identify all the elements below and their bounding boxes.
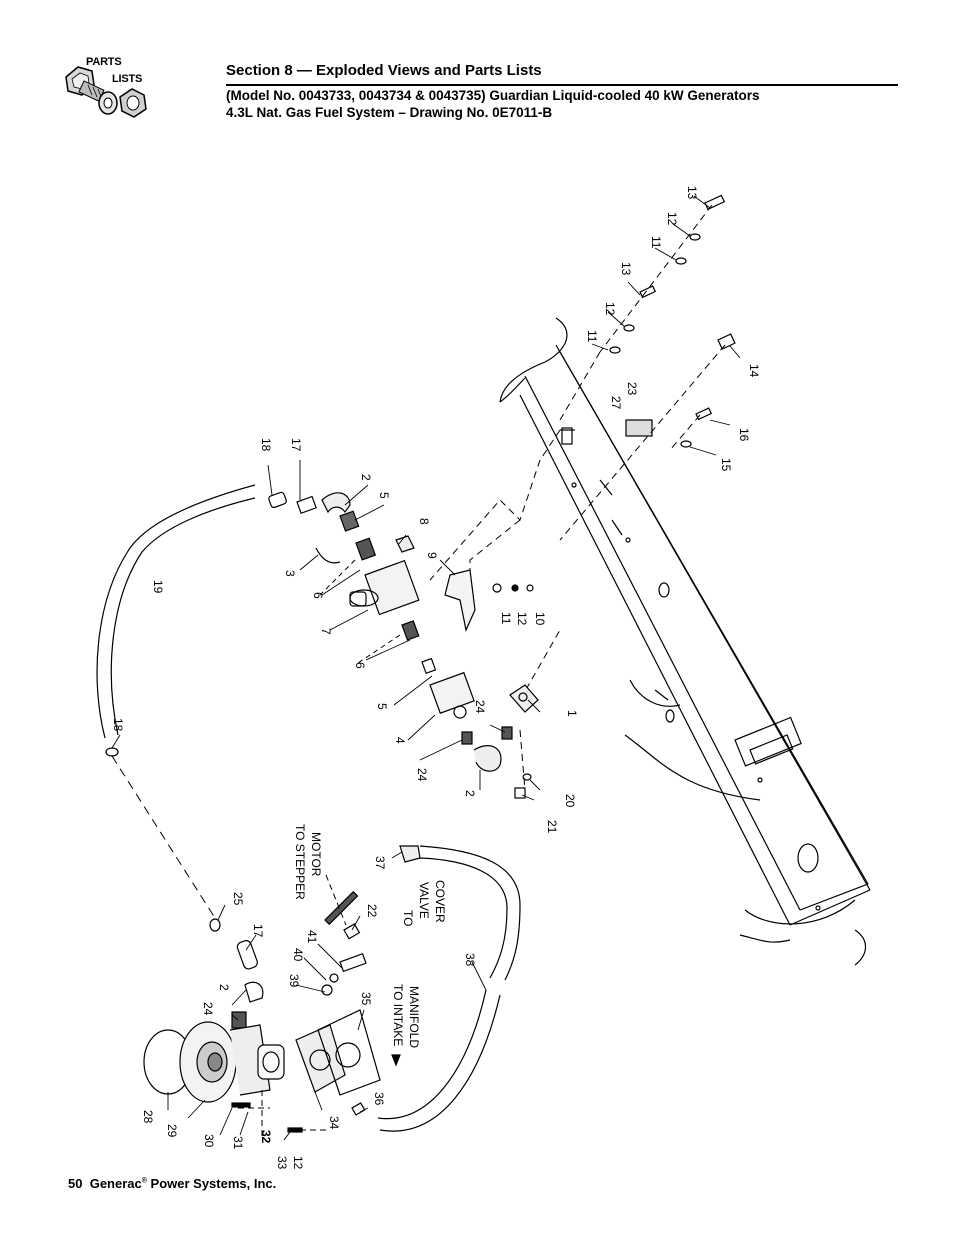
callout-2: 2: [359, 474, 373, 481]
callout-41: 41: [305, 930, 319, 944]
section-title: Section 8 — Exploded Views and Parts Lis…: [226, 62, 542, 79]
callout-24: 24: [415, 768, 429, 782]
registered-mark: ®: [141, 1177, 147, 1185]
callout-24: 24: [473, 700, 487, 714]
callout-15: 15: [719, 458, 733, 472]
callout-40: 40: [291, 948, 305, 962]
callout-12: 12: [603, 302, 617, 316]
callout-3: 3: [283, 570, 297, 577]
callout-14: 14: [747, 364, 761, 378]
callout-7: 7: [319, 628, 333, 635]
frame-rail: [499, 317, 871, 966]
callout-16: 16: [737, 428, 751, 442]
callout-1: 1: [565, 710, 579, 717]
callout-34: 34: [327, 1116, 341, 1130]
callout-4: 4: [393, 737, 407, 744]
logo-text-parts: PARTS: [86, 56, 122, 68]
note-valve-line1: TO: [401, 910, 415, 926]
page-footer: 50 Generac® Power Systems, Inc.: [68, 1176, 276, 1191]
note-intake-line2: MANIFOLD: [407, 986, 421, 1048]
callout-6: 6: [311, 592, 325, 599]
callout-8: 8: [417, 518, 431, 525]
callout-23: 23: [625, 382, 639, 396]
note-intake-line1: TO INTAKE: [391, 984, 405, 1046]
callout-2: 2: [217, 984, 231, 991]
callout-38: 38: [463, 953, 477, 967]
callout-18: 18: [259, 438, 273, 452]
note-stepper-line2: MOTOR: [309, 832, 323, 877]
callout-13: 13: [685, 186, 699, 200]
leader-lines-mid: [319, 559, 401, 666]
callout-27: 27: [609, 396, 623, 410]
callout-35: 35: [359, 992, 373, 1006]
drawing-line: 4.3L Nat. Gas Fuel System – Drawing No. …: [226, 105, 553, 120]
callout-11: 11: [585, 330, 599, 343]
callout-33: 33: [275, 1156, 289, 1170]
callout-37: 37: [373, 856, 387, 870]
callout-19: 19: [151, 580, 165, 594]
callout-32: 32: [259, 1130, 273, 1144]
callout-13: 13: [619, 262, 633, 276]
hardware-top-right: [609, 194, 736, 448]
callout-6: 6: [353, 662, 367, 669]
callout-24: 24: [201, 1002, 215, 1016]
callout-25: 25: [231, 892, 245, 906]
callout-leaders: [111, 195, 741, 1141]
hose-38: [377, 845, 521, 1132]
page-number: 50: [68, 1176, 83, 1191]
callout-17: 17: [251, 924, 265, 938]
callout-39: 39: [287, 974, 301, 988]
note-valve-line2: VALVE: [417, 882, 431, 919]
callout-12: 12: [291, 1156, 305, 1170]
logo-text-lists: LISTS: [112, 73, 143, 85]
callout-22: 22: [365, 904, 379, 918]
model-line: (Model No. 0043733, 0043734 & 0043735) G…: [226, 88, 760, 103]
callout-20: 20: [563, 794, 577, 808]
callout-2: 2: [463, 790, 477, 797]
note-stepper-line1: TO STEPPER: [293, 824, 307, 900]
callout-36: 36: [372, 1092, 386, 1106]
callout-17: 17: [289, 438, 303, 452]
leader-lines-bottom: [238, 874, 347, 1140]
solenoid-assembly: [268, 491, 539, 799]
callout-31: 31: [231, 1136, 245, 1150]
arrow-down-icon: [391, 1054, 401, 1067]
callout-9: 9: [425, 552, 439, 559]
callout-12: 12: [515, 612, 529, 626]
callout-11: 11: [649, 236, 663, 249]
callout-30: 30: [202, 1134, 216, 1148]
parts-lists-logo: PARTS LISTS: [58, 55, 158, 130]
callout-5: 5: [375, 703, 389, 710]
callout-12: 12: [665, 212, 679, 226]
callout-5: 5: [377, 492, 391, 499]
regulator-assembly: [143, 845, 421, 1133]
callout-10: 10: [533, 612, 547, 626]
callout-11: 11: [499, 612, 513, 625]
hose-19: [96, 484, 256, 757]
hex-bolt-icon: [65, 66, 147, 118]
note-valve-line3: COVER: [433, 880, 447, 923]
callout-18: 18: [111, 718, 125, 732]
leader-line-hose: [111, 755, 216, 919]
company-name: Generac: [89, 1176, 142, 1191]
callout-21: 21: [545, 820, 559, 834]
callout-28: 28: [141, 1110, 155, 1124]
callout-29: 29: [165, 1124, 179, 1138]
company-name-rest: Power Systems, Inc.: [146, 1176, 277, 1191]
header-rule: [226, 84, 898, 86]
